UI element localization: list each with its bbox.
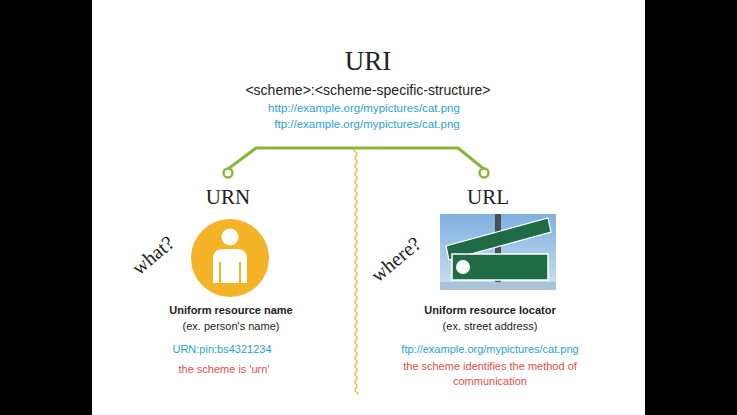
question-note: where? [354, 222, 438, 297]
branch-bracket [228, 148, 484, 169]
sign-logo [456, 260, 470, 274]
wavy-divider [353, 150, 359, 394]
street-sign [452, 254, 548, 280]
uri-syntax: <scheme>:<scheme-specific-structure> [158, 82, 578, 98]
term-name: Uniform resource name [121, 304, 341, 317]
slide-background [92, 0, 645, 415]
person-head [222, 229, 239, 246]
icon-circle [191, 219, 269, 297]
branch-heading: URL [428, 185, 548, 209]
letterbox-bar [645, 0, 737, 415]
scheme-note: the scheme is 'urn' [114, 363, 334, 376]
term-example: (ex. person's name) [121, 320, 341, 333]
person-body [213, 249, 247, 283]
photo-ground [440, 282, 556, 290]
scheme-note: the scheme identifies the method of comm… [388, 359, 593, 389]
diagram-title: URI [268, 46, 468, 77]
example-urn: URN:pin:bs4321234 [112, 343, 332, 356]
term-name: Uniform resource locator [370, 304, 610, 317]
example-url: ftp://example.org/mypictures/cat.png [370, 343, 610, 356]
person-icon [191, 219, 269, 297]
photo-sky [440, 214, 556, 290]
street-sign-photo [440, 214, 556, 290]
letterbox-bar [0, 0, 92, 415]
example-uri: http://example.org/mypictures/cat.png [204, 102, 524, 115]
bracket-end-dot [480, 169, 489, 178]
question-note: what? [111, 218, 195, 293]
term-example: (ex. street address) [370, 320, 610, 333]
example-uri: ftp://example.org/mypictures/cat.png [207, 118, 527, 131]
branch-heading: URN [168, 185, 288, 209]
person-arm-line [219, 262, 221, 284]
bracket-end-dot [224, 169, 233, 178]
person-arm-line [239, 262, 241, 284]
